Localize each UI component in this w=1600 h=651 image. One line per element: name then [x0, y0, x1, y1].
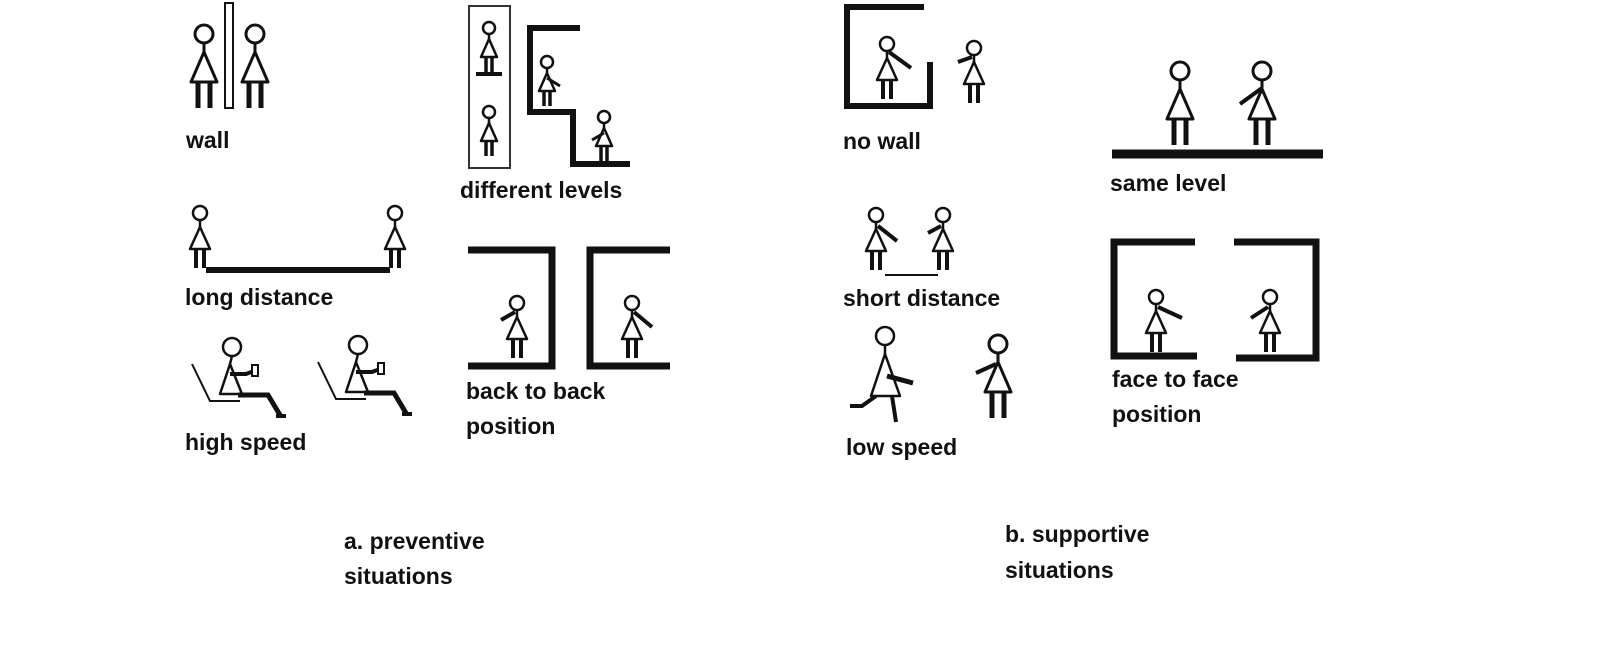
- same-level-illustration: [1112, 62, 1323, 159]
- back-to-back-illustration: [468, 246, 670, 370]
- label-no-wall: no wall: [843, 128, 921, 154]
- label-low-speed: low speed: [846, 434, 957, 460]
- label-high-speed: high speed: [185, 429, 306, 455]
- no-wall-illustration: [844, 4, 986, 109]
- caption-preventive-line2: situations: [344, 563, 453, 589]
- caption-supportive-line1: b. supportive: [1005, 521, 1149, 547]
- short-distance-illustration: [864, 206, 955, 276]
- label-same-level: same level: [1110, 170, 1226, 196]
- low-speed-illustration: [850, 325, 1011, 423]
- high-speed-illustration: [192, 336, 412, 416]
- label-short-distance: short distance: [843, 285, 1000, 311]
- label-back-to-back-line2: position: [466, 413, 555, 439]
- caption-supportive-line2: situations: [1005, 557, 1114, 583]
- label-long-distance: long distance: [185, 284, 333, 310]
- label-wall: wall: [185, 127, 229, 153]
- caption-preventive-line1: a. preventive: [344, 528, 485, 554]
- label-different-levels: different levels: [460, 177, 622, 203]
- label-back-to-back-line1: back to back: [466, 378, 606, 404]
- different-levels-illustration: [468, 5, 630, 169]
- label-face-to-face-line1: face to face: [1112, 366, 1239, 392]
- face-to-face-illustration: [1110, 238, 1320, 362]
- wall-illustration: [191, 2, 268, 108]
- long-distance-illustration: [188, 204, 407, 273]
- label-face-to-face-line2: position: [1112, 401, 1201, 427]
